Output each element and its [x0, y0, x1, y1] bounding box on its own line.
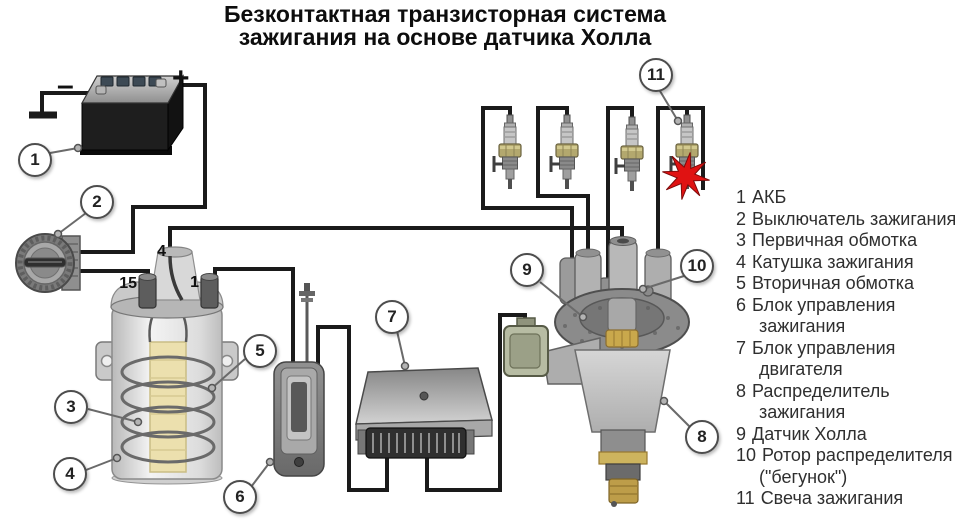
- distributor-rotor: [607, 297, 637, 333]
- wire-battery-positive: [78, 83, 207, 254]
- wires: [40, 83, 705, 492]
- battery-minus-label: –: [57, 69, 74, 102]
- distributor: [542, 236, 690, 507]
- wire-coil4-to-distributor: [168, 226, 624, 258]
- coil-terminal-15-label: 15: [119, 275, 137, 292]
- ignition-module: [273, 283, 325, 477]
- spark-plug-3: [614, 115, 645, 193]
- ignition-switch: [15, 233, 81, 293]
- wire-spark-plug-1: [481, 106, 574, 265]
- coil-hv-terminal-label: 4: [157, 243, 166, 260]
- coil-windings: [120, 305, 216, 473]
- spark-plug-1: [492, 113, 523, 191]
- hall-sensor-connector: [503, 317, 549, 377]
- ignition-coil: [95, 246, 239, 485]
- spark-icon: [662, 152, 710, 200]
- callout-5: 5: [243, 334, 277, 368]
- wire-module-to-ecu: [316, 325, 389, 492]
- page-title: Безконтактная транзисторная система зажи…: [0, 3, 890, 49]
- title-line-1: Безконтактная транзисторная система: [223, 1, 667, 27]
- callout-6: 6: [223, 480, 257, 514]
- battery: [80, 74, 185, 155]
- battery-plus-label: +: [172, 62, 190, 95]
- callout-1: 1: [18, 143, 52, 177]
- coil-terminal-1-label: 1: [190, 274, 199, 291]
- callout-8: 8: [685, 420, 719, 454]
- callout-10: 10: [680, 249, 714, 283]
- callout-leaders: [49, 90, 691, 488]
- engine-control-unit: [355, 367, 493, 459]
- callout-2: 2: [80, 185, 114, 219]
- callout-7: 7: [375, 300, 409, 334]
- wire-spark-plug-3: [606, 106, 634, 290]
- wire-battery-negative: [40, 91, 100, 112]
- title-line-2: зажигания на основе датчика Холла: [238, 24, 652, 50]
- callout-9: 9: [510, 253, 544, 287]
- callout-3: 3: [54, 390, 88, 424]
- callout-11: 11: [639, 58, 673, 92]
- wire-spark-plug-2: [536, 106, 590, 260]
- spark-plug-2: [549, 113, 580, 191]
- callout-4: 4: [53, 457, 87, 491]
- wire-coil1-to-module: [213, 267, 295, 368]
- wire-spark-plug-4: [656, 106, 705, 258]
